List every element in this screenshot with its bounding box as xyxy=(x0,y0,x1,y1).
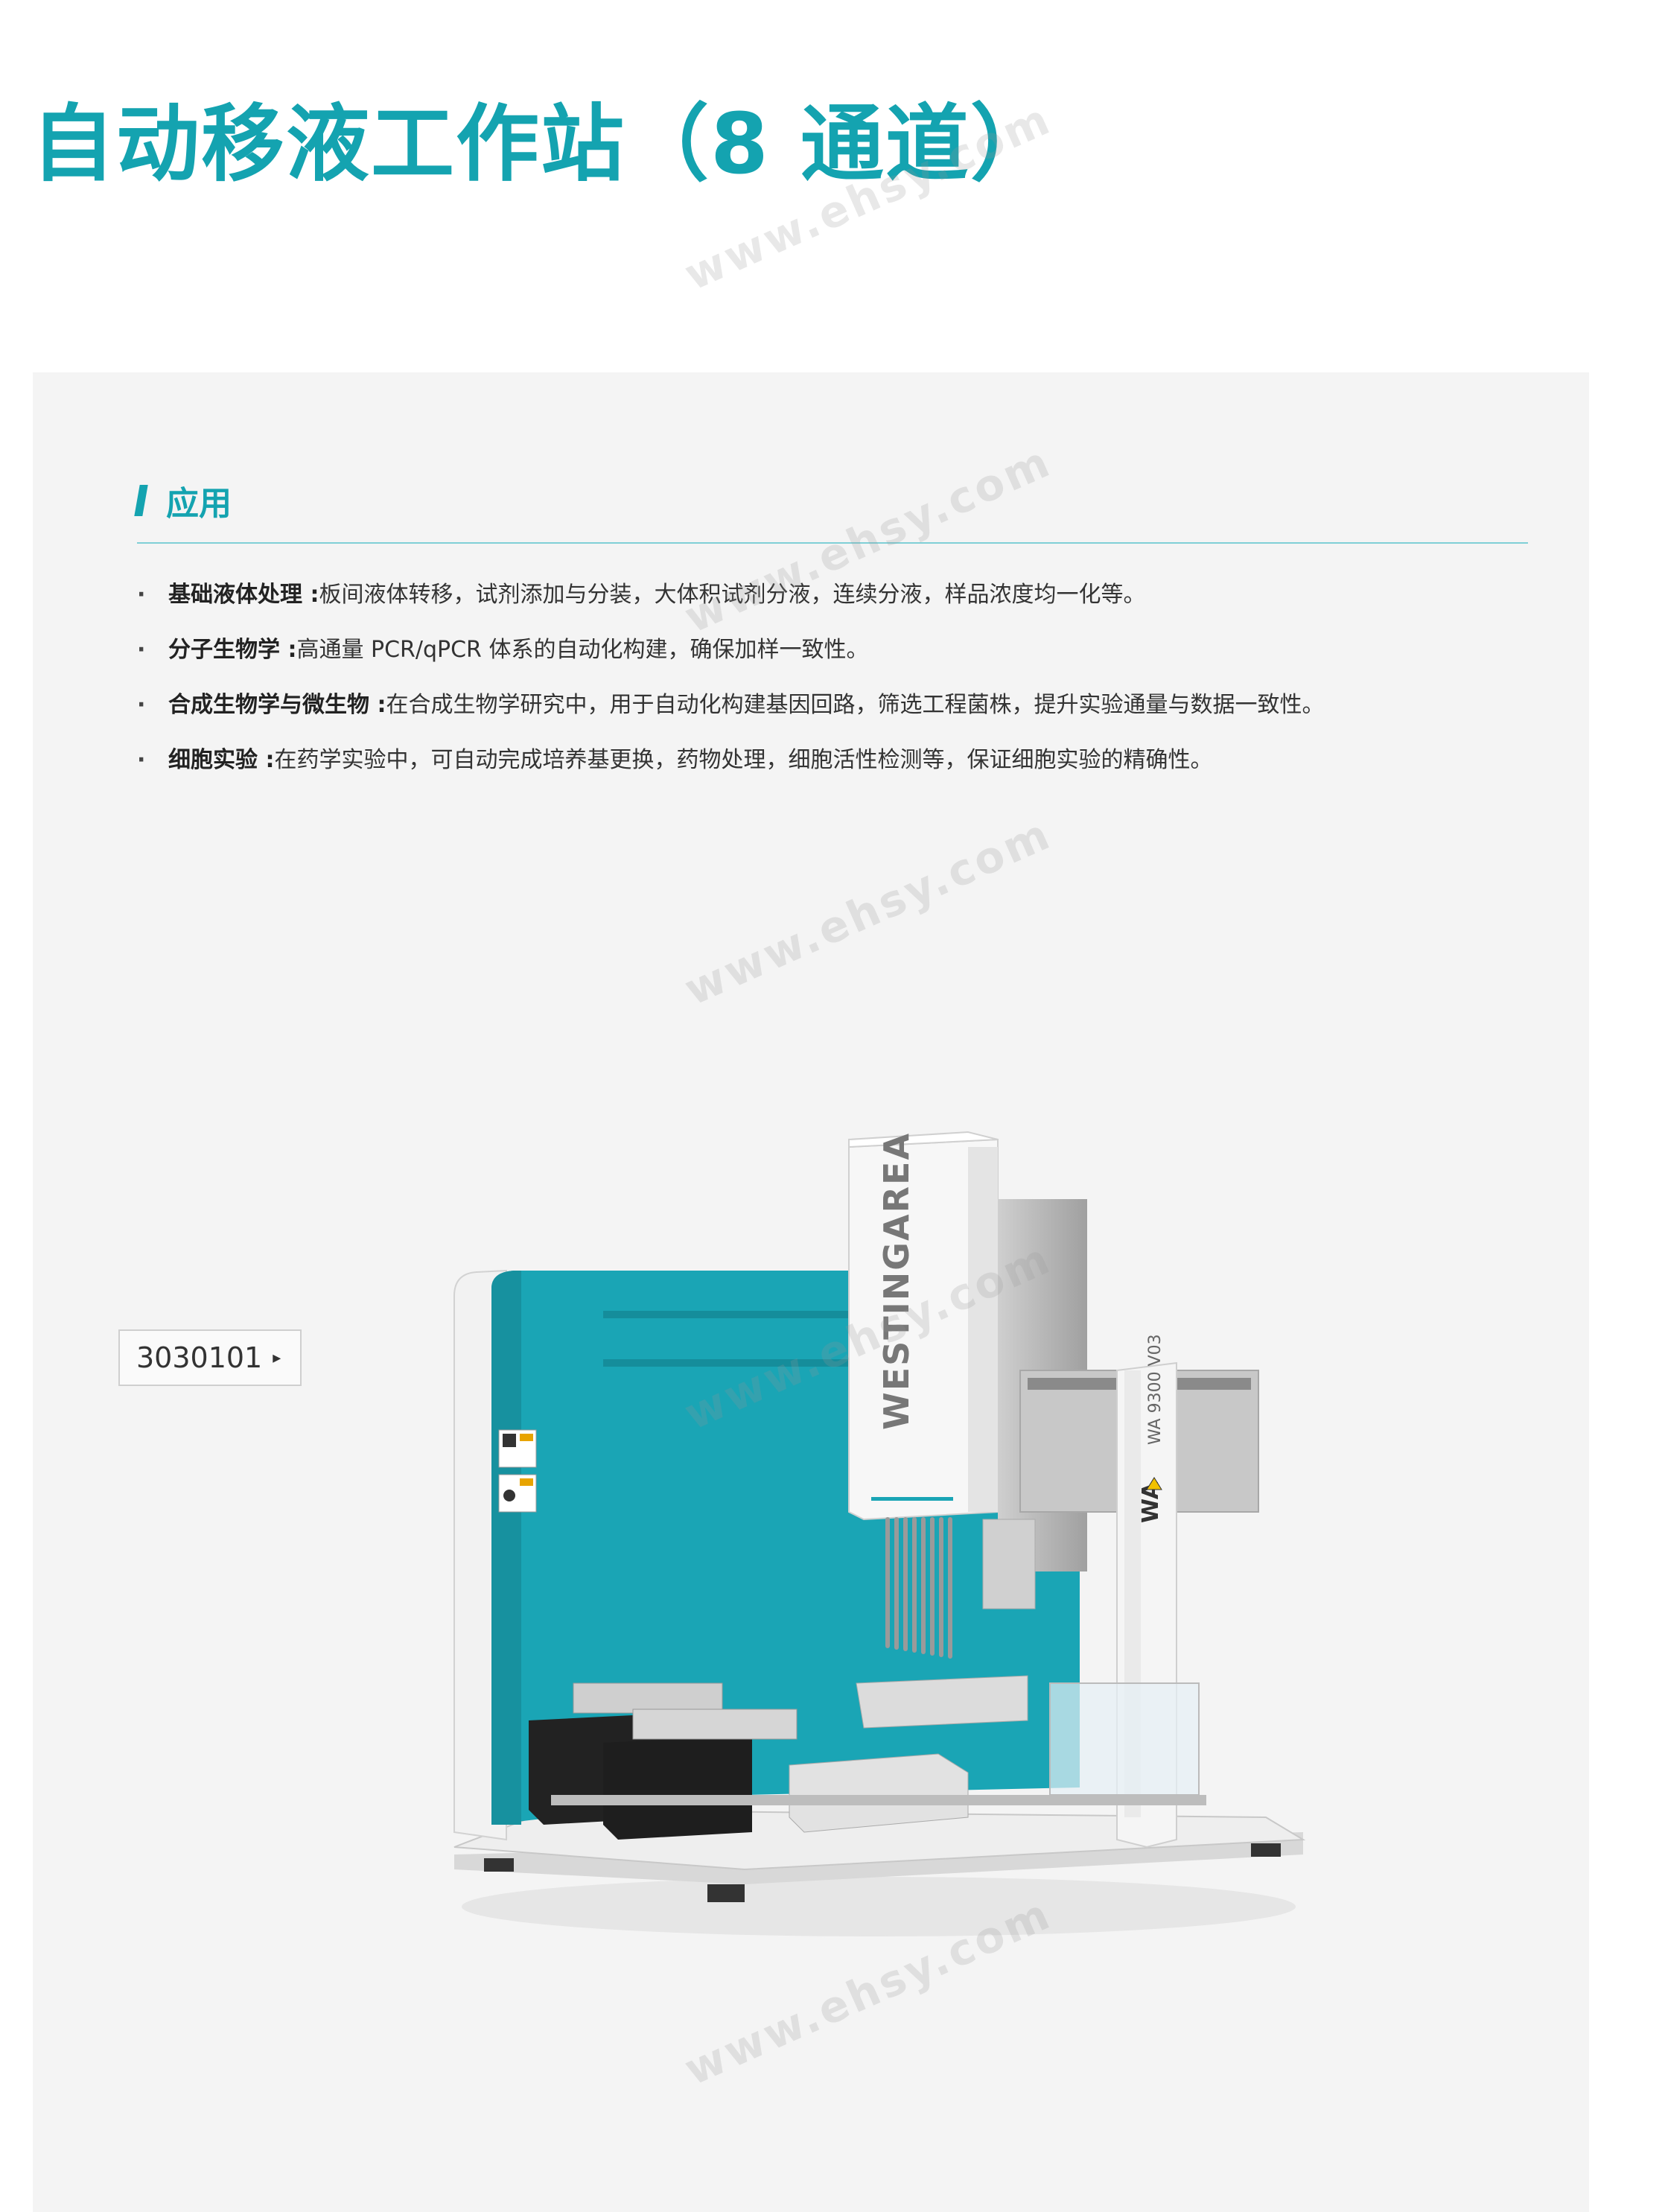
section-title: 应用 xyxy=(166,485,232,523)
play-arrow-icon: ▸ xyxy=(273,1348,281,1367)
bullet-icon: · xyxy=(137,637,146,663)
list-item: · 合成生物学与微生物 : 在合成生物学研究中，用于自动化构建基因回路，筛选工程… xyxy=(137,678,1324,733)
application-term: 细胞实验 : xyxy=(168,747,275,773)
application-term: 合成生物学与微生物 : xyxy=(168,692,386,718)
application-desc: 在合成生物学研究中，用于自动化构建基因回路，筛选工程菌株，提升实验通量与数据一致… xyxy=(386,692,1325,718)
liquid-handler-illustration: WA 9300 V03 WA WESTINGAREA xyxy=(453,1131,1306,1936)
section-bar-icon xyxy=(134,485,148,516)
product-code: 3030101 xyxy=(136,1341,263,1374)
list-item: · 分子生物学 : 高通量 PCR/qPCR 体系的自动化构建，确保加样一致性。 xyxy=(137,623,1324,678)
application-desc: 在药学实验中，可自动完成培养基更换，药物处理，细胞活性检测等，保证细胞实验的精确… xyxy=(274,747,1213,773)
product-code-tag[interactable]: 3030101 ▸ xyxy=(118,1329,302,1386)
application-term: 分子生物学 : xyxy=(168,637,297,663)
page-title: 自动移液工作站（8 通道） xyxy=(31,96,1055,193)
section-divider xyxy=(137,542,1528,544)
bullet-icon: · xyxy=(137,692,146,718)
list-item: · 细胞实验 : 在药学实验中，可自动完成培养基更换，药物处理，细胞活性检测等，… xyxy=(137,733,1324,788)
model-label: WA 9300 V03 xyxy=(1146,1334,1165,1445)
brand-label: WESTINGAREA xyxy=(876,1132,917,1430)
application-term: 基础液体处理 : xyxy=(168,582,319,608)
section-header: 应用 xyxy=(134,477,232,524)
application-desc: 高通量 PCR/qPCR 体系的自动化构建，确保加样一致性。 xyxy=(296,637,869,663)
bullet-icon: · xyxy=(137,747,146,773)
bullet-icon: · xyxy=(137,582,146,608)
application-list: · 基础液体处理 : 板间液体转移，试剂添加与分装，大体积试剂分液，连续分液，样… xyxy=(137,568,1324,788)
list-item: · 基础液体处理 : 板间液体转移，试剂添加与分装，大体积试剂分液，连续分液，样… xyxy=(137,568,1324,623)
application-desc: 板间液体转移，试剂添加与分装，大体积试剂分液，连续分液，样品浓度均一化等。 xyxy=(319,582,1146,608)
